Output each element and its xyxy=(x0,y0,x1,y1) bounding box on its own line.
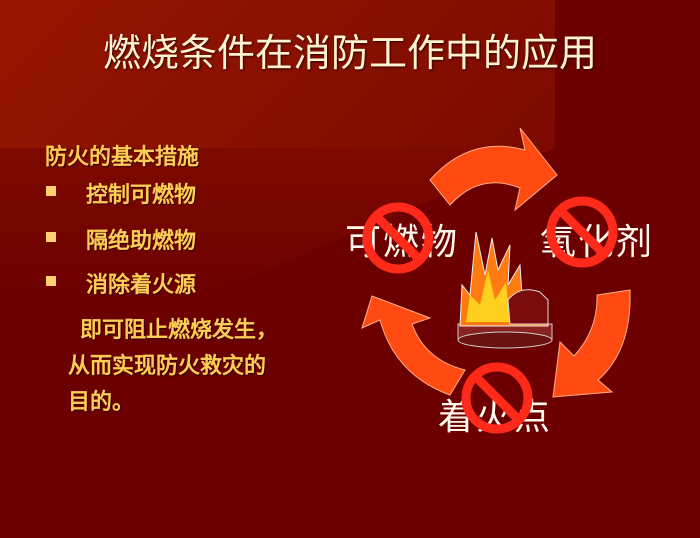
slide-title: 燃烧条件在消防工作中的应用 xyxy=(102,31,597,75)
paragraph-line: 目的。 xyxy=(68,390,135,415)
paragraph-line: 即可阻止燃烧发生， xyxy=(80,318,279,343)
bullet-item: 隔绝助燃物 xyxy=(86,229,197,254)
bullet-icon xyxy=(46,276,56,286)
cycle-arrow-icon xyxy=(361,295,466,396)
bullet-item: 消除着火源 xyxy=(86,273,197,298)
bullet-item: 控制可燃物 xyxy=(86,183,197,208)
prohibition-icon xyxy=(362,202,434,274)
background-panel xyxy=(0,0,555,148)
bullet-icon xyxy=(46,186,56,196)
measures-heading: 防火的基本措施 xyxy=(45,145,200,170)
fire-icon xyxy=(457,231,553,349)
paragraph-line: 从而实现防火救灾的 xyxy=(68,354,267,379)
prohibition-icon xyxy=(461,362,533,434)
cycle-arrow-icon xyxy=(429,127,558,212)
prohibition-icon xyxy=(546,196,618,268)
cycle-arrow-icon xyxy=(552,289,631,398)
bullet-icon xyxy=(46,232,56,242)
